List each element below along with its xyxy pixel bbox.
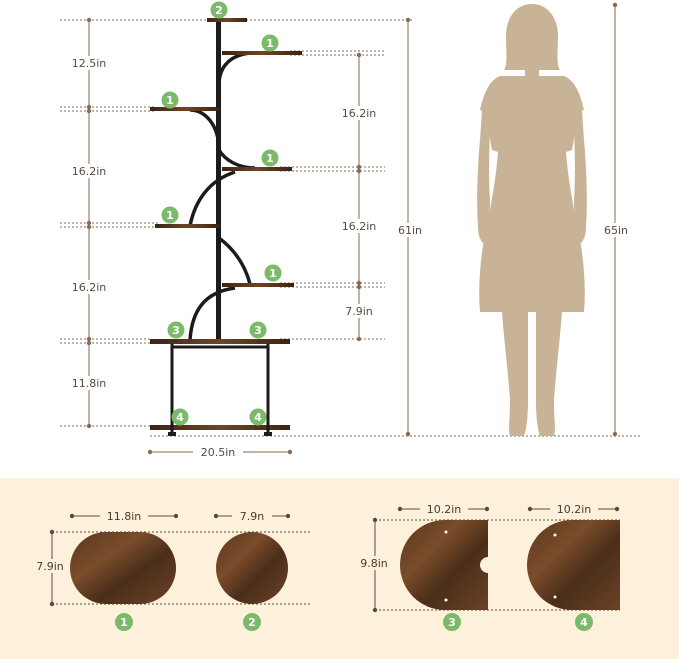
right-dimension-ticks <box>356 52 362 342</box>
svg-text:1: 1 <box>166 94 174 107</box>
left-dimension-ticks <box>86 17 92 429</box>
width-dimension: 20.5in <box>147 445 293 459</box>
badge-shelf-4-right: 4 <box>249 408 267 426</box>
part-4-shelf-shape <box>527 520 620 610</box>
right-dim-label-3: 7.9in <box>345 305 373 318</box>
plant-stand <box>150 18 302 436</box>
part-4: 10.2in 4 <box>527 502 620 631</box>
right-dim-label-2: 16.2in <box>342 220 377 233</box>
badge-shelf-r3: 1 <box>264 264 282 282</box>
badge-shelf-l2: 1 <box>161 206 179 224</box>
left-dim-label-5: 11.8in <box>72 377 107 390</box>
person-height-dimension: 65in <box>601 2 631 437</box>
part-1-shelf-shape <box>70 532 176 604</box>
person-height-label: 65in <box>604 224 628 237</box>
part-3-shelf-shape <box>400 520 488 610</box>
badge-shelf-4-left: 4 <box>171 408 189 426</box>
person-silhouette <box>477 4 587 436</box>
right-dim-label-1: 16.2in <box>342 107 377 120</box>
total-height-label: 61in <box>398 224 422 237</box>
svg-text:2: 2 <box>215 4 223 17</box>
right-dimension-rail <box>280 50 385 340</box>
badge-shelf-r2: 1 <box>261 149 279 167</box>
part-2-width-label: 7.9n <box>240 510 264 523</box>
total-height-dimension: 61in <box>210 17 424 437</box>
svg-text:1: 1 <box>266 152 274 165</box>
part-2: 7.9n 2 <box>213 509 291 631</box>
svg-text:1: 1 <box>166 209 174 222</box>
svg-text:3: 3 <box>254 324 262 337</box>
part-4-width-label: 10.2in <box>557 503 592 516</box>
part-4-number: 4 <box>580 616 588 629</box>
part-1-number: 1 <box>120 616 128 629</box>
svg-text:1: 1 <box>269 267 277 280</box>
badge-shelf-l1: 1 <box>161 91 179 109</box>
part-2-number: 2 <box>248 616 256 629</box>
svg-text:3: 3 <box>172 324 180 337</box>
part-1-width-label: 11.8in <box>107 510 142 523</box>
badge-shelf-3-left: 3 <box>167 321 185 339</box>
part-1: 11.8in 7.9in 1 <box>34 509 310 631</box>
left-dim-label-3: 16.2in <box>72 281 107 294</box>
part-1-height-label: 7.9in <box>36 560 64 573</box>
badge-shelf-top: 2 <box>210 1 228 19</box>
badge-shelf-3-right: 3 <box>249 321 267 339</box>
svg-text:1: 1 <box>266 37 274 50</box>
part-2-shelf-shape <box>216 532 288 604</box>
part-3-width-label: 10.2in <box>427 503 462 516</box>
left-dim-label-2: 16.2in <box>72 165 107 178</box>
svg-text:4: 4 <box>254 411 262 424</box>
width-label: 20.5in <box>201 446 236 459</box>
left-dim-label-1: 12.5in <box>72 57 107 70</box>
part-3-number: 3 <box>448 616 456 629</box>
left-dimension-rail <box>60 19 210 427</box>
svg-text:4: 4 <box>176 411 184 424</box>
badge-shelf-r1: 1 <box>261 34 279 52</box>
part-3-height-label: 9.8in <box>360 557 388 570</box>
